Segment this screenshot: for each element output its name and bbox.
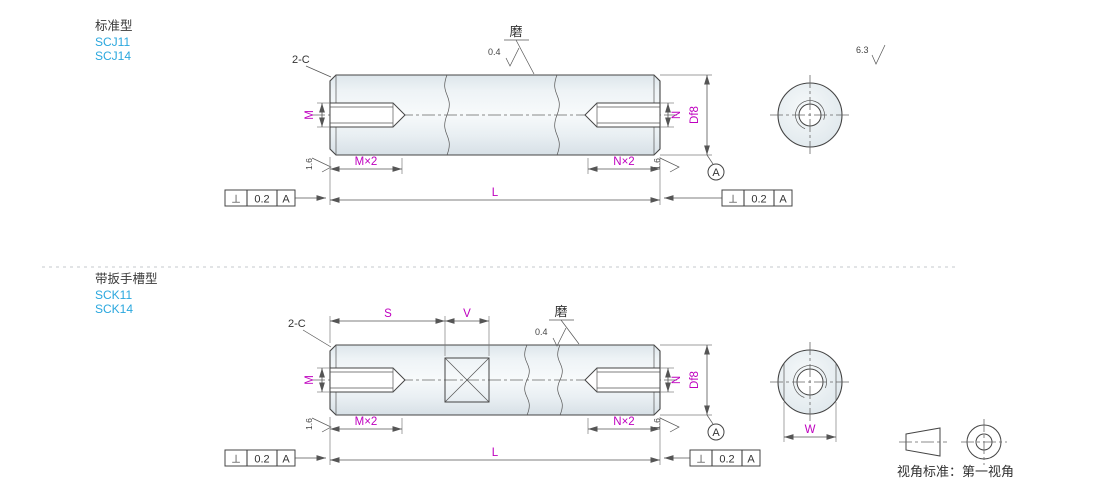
bottom-section-title: 带扳手槽型 xyxy=(95,272,158,286)
bottom-end-view: W xyxy=(770,342,850,442)
bottom-thread-left-dim: M xyxy=(304,367,330,393)
top-depth-left-dim: M×2 xyxy=(330,156,403,174)
length-label: L xyxy=(492,447,499,459)
depth-left-label: M×2 xyxy=(355,416,378,428)
chamfer-label: 2-C xyxy=(288,318,306,330)
top-end-view xyxy=(770,75,850,155)
top-model-2: SCJ14 xyxy=(95,49,131,63)
bottom-depth-left-dim: M×2 xyxy=(330,416,403,434)
roughness-check-icon xyxy=(659,417,680,433)
bottom-grind-callout: 磨 0.4 xyxy=(535,304,580,347)
roughness-mark-right: 1.6 xyxy=(652,417,680,433)
grind-label: 磨 xyxy=(509,24,522,39)
top-diameter-dim: Df8 A xyxy=(660,74,725,181)
grind-label: 磨 xyxy=(554,304,567,319)
bottom-thread-hole-right xyxy=(584,367,661,393)
perpendicularity-icon: ⊥ xyxy=(231,194,241,206)
perpendicularity-icon: ⊥ xyxy=(231,454,241,466)
roughness-check-icon xyxy=(505,47,520,67)
projection-symbol xyxy=(899,419,1007,465)
slot-position-dims: S V xyxy=(329,308,490,356)
top-thread-hole-right xyxy=(584,102,661,128)
tolerance-datum: A xyxy=(747,454,755,466)
diameter-label: Df8 xyxy=(689,371,701,389)
diameter-label: Df8 xyxy=(689,106,701,124)
roughness-value: 1.6 xyxy=(652,418,662,430)
roughness-value: 1.6 xyxy=(304,158,314,170)
bottom-gdt-frame-left: ⊥ 0.2 A xyxy=(224,449,326,467)
bottom-chamfer-callout: 2-C xyxy=(288,318,332,348)
roughness-check-icon xyxy=(311,417,332,433)
top-length-dim: L xyxy=(329,157,661,205)
grind-ra-value: 0.4 xyxy=(535,327,548,337)
roughness-mark-left: 1.6 xyxy=(304,417,332,433)
datum-label: A xyxy=(712,427,720,439)
thread-left-label: M xyxy=(304,375,316,385)
bottom-diameter-dim: Df8 A xyxy=(660,344,725,441)
bottom-gdt-frame-right: ⊥ 0.2 A xyxy=(664,449,761,467)
perpendicularity-icon: ⊥ xyxy=(696,454,706,466)
wrench-slot xyxy=(444,357,490,403)
bottom-thread-right-dim: N xyxy=(660,367,683,393)
overall-ra-value: 6.3 xyxy=(856,45,869,55)
top-section: 标准型 SCJ11 SCJ14 2-C xyxy=(95,19,886,207)
bottom-thread-hole-left xyxy=(329,367,406,393)
datum-circle xyxy=(707,163,725,181)
top-grind-callout: 磨 0.4 xyxy=(488,24,535,75)
datum-circle xyxy=(707,423,725,441)
tolerance-value: 0.2 xyxy=(719,454,734,466)
bottom-model-2: SCK14 xyxy=(95,302,133,316)
flat-width-label: W xyxy=(805,424,816,436)
tolerance-datum: A xyxy=(779,194,787,206)
top-gdt-frame-left: ⊥ 0.2 A xyxy=(224,189,326,207)
bottom-length-dim: L xyxy=(329,417,661,465)
top-chamfer-callout: 2-C xyxy=(292,54,332,78)
frustum-side-view-icon xyxy=(905,427,941,457)
tolerance-value: 0.2 xyxy=(254,454,269,466)
tolerance-value: 0.2 xyxy=(254,194,269,206)
slot-width-label: V xyxy=(463,308,471,320)
thread-right-label: N xyxy=(671,111,683,119)
tolerance-value: 0.2 xyxy=(751,194,766,206)
depth-right-label: N×2 xyxy=(613,416,634,428)
view-standard-label: 视角标准：第一视角 xyxy=(897,464,1014,479)
bottom-rod-side-view xyxy=(312,344,678,416)
length-label: L xyxy=(492,187,499,199)
bottom-section: 带扳手槽型 SCK11 SCK14 xyxy=(95,272,850,467)
roughness-mark-left: 1.6 xyxy=(304,157,332,173)
tolerance-datum: A xyxy=(282,194,290,206)
top-section-title: 标准型 xyxy=(95,19,133,33)
roughness-check-icon xyxy=(311,157,332,173)
chamfer-label: 2-C xyxy=(292,54,310,66)
roughness-mark-right: 1.6 xyxy=(652,157,680,173)
thread-right-label: N xyxy=(671,376,683,384)
top-overall-roughness: 6.3 xyxy=(856,44,886,65)
roughness-check-icon xyxy=(552,327,567,347)
depth-left-label: M×2 xyxy=(355,156,378,168)
roughness-value: 1.6 xyxy=(652,158,662,170)
bottom-model-1: SCK11 xyxy=(95,288,132,302)
top-thread-hole-left xyxy=(329,102,406,128)
roughness-check-icon xyxy=(871,44,886,65)
depth-right-label: N×2 xyxy=(613,156,634,168)
tolerance-datum: A xyxy=(282,454,290,466)
top-depth-right-dim: N×2 xyxy=(587,156,660,174)
bottom-depth-right-dim: N×2 xyxy=(587,416,660,434)
perpendicularity-icon: ⊥ xyxy=(728,194,738,206)
roughness-value: 1.6 xyxy=(304,418,314,430)
top-model-1: SCJ11 xyxy=(95,35,130,49)
slot-length-label: S xyxy=(384,308,392,320)
top-thread-left-dim: M xyxy=(304,102,330,128)
thread-left-label: M xyxy=(304,110,316,120)
roughness-check-icon xyxy=(659,157,680,173)
grind-ra-value: 0.4 xyxy=(488,47,501,57)
datum-label: A xyxy=(712,167,720,179)
top-gdt-frame-right: ⊥ 0.2 A xyxy=(664,189,793,207)
top-thread-right-dim: N xyxy=(660,102,683,128)
